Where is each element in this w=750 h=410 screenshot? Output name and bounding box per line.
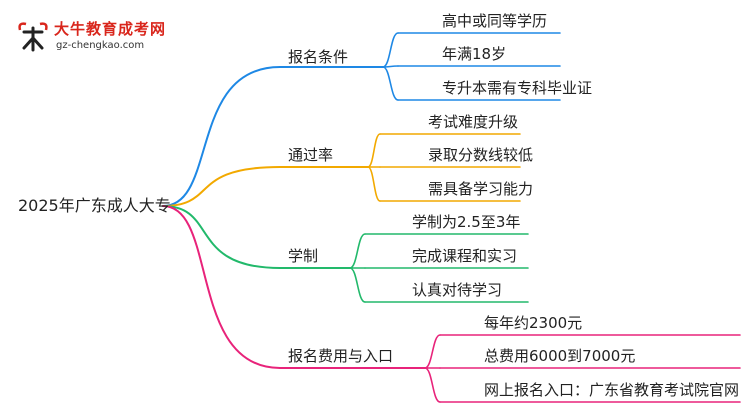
branch-label-duration: 学制 [288,247,319,265]
edge-pass-rate-leaf-1 [367,133,381,168]
leaf-duration-2: 完成课程和实习 [412,247,518,265]
edge-fees-entry-leaf-1 [424,334,441,369]
leaf-fees-3: 网上报名入口：广东省教育考试院官网 [484,381,740,399]
leaf-duration-1: 学制为2.5至3年 [412,213,521,231]
leaf-pass-rate-1: 考试难度升级 [428,113,519,131]
leaf-pass-rate-2: 录取分数线较低 [428,146,534,164]
logo-title: 大牛教育成考网 [54,20,167,38]
edge-fees-entry-leaf-3 [424,367,441,403]
leaf-pass-rate-3: 需具备学习能力 [428,180,534,198]
leaf-requirements-2: 年满18岁 [442,45,507,63]
leaf-requirements-1: 高中或同等学历 [442,12,548,30]
root-node: 2025年广东成人大专 [18,196,171,215]
site-logo[interactable]: 大牛教育成考网 gz-chengkao.com [8,6,178,56]
branch-label-requirements: 报名条件 [288,48,349,66]
edge-root-duration [162,205,281,269]
edge-requirements-leaf-1 [382,32,399,68]
edge-root-requirements [162,66,281,207]
logo-url: gz-chengkao.com [56,40,145,51]
edge-duration-leaf-3 [349,267,366,303]
edge-duration-leaf-1 [349,233,366,269]
edge-pass-rate-leaf-3 [367,166,381,202]
edge-requirements-leaf-3 [382,66,399,101]
leaf-fees-1: 每年约2300元 [484,314,583,332]
bull-logo-icon [18,22,48,52]
edge-root-fees-entry [162,205,281,369]
leaf-fees-2: 总费用6000到7000元 [484,347,636,365]
leaf-duration-3: 认真对待学习 [412,281,503,299]
branch-label-fees-entry: 报名费用与入口 [288,347,394,365]
leaf-requirements-3: 专升本需有专科毕业证 [442,79,593,97]
edge-root-pass-rate [162,166,281,207]
branch-label-pass-rate: 通过率 [288,146,334,164]
